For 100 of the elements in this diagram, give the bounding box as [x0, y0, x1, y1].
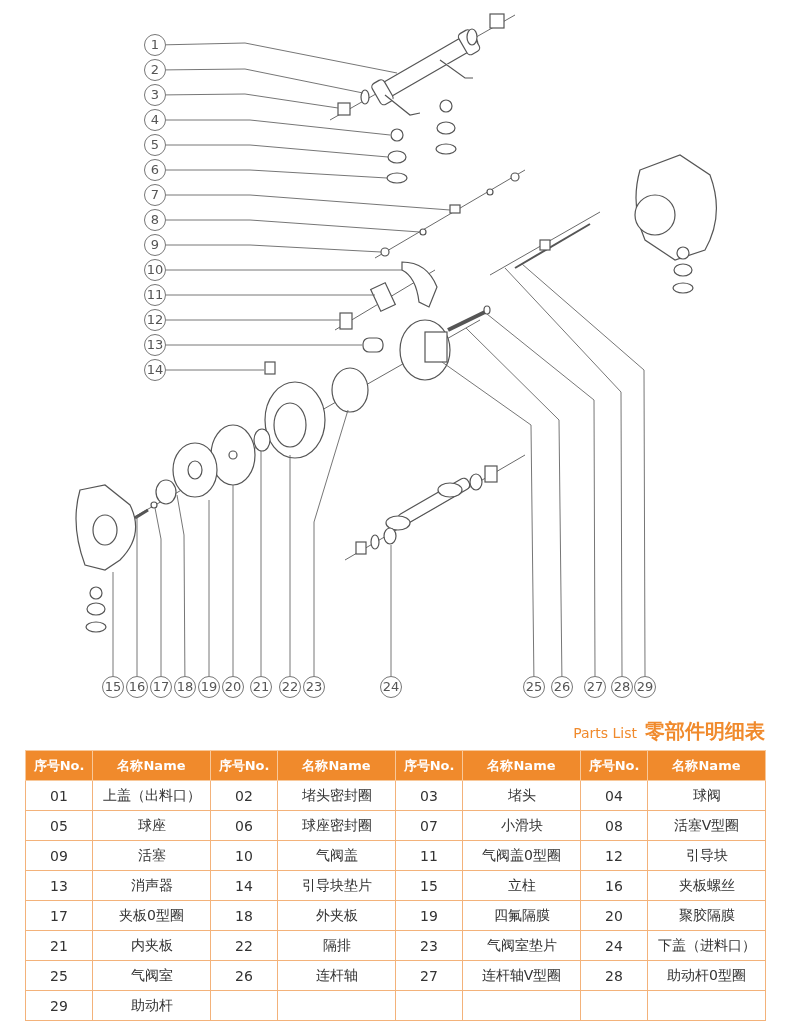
part-number-cell: 10 — [210, 840, 278, 871]
leader-line — [165, 119, 391, 136]
leader-line — [260, 450, 262, 677]
leader-line — [165, 319, 341, 321]
callout-number: 2 — [144, 59, 166, 81]
callout-number: 7 — [144, 184, 166, 206]
part-number-cell: 09 — [25, 840, 93, 871]
part-name-cell: 连杆轴 — [277, 960, 396, 991]
part-name-cell: 夹板0型圈 — [92, 900, 211, 931]
leader-line — [136, 515, 138, 677]
leader-line — [165, 169, 388, 179]
callout-number: 3 — [144, 84, 166, 106]
part-number-cell: 06 — [210, 810, 278, 841]
leader-line — [390, 544, 392, 677]
callout-number: 4 — [144, 109, 166, 131]
part-name-cell: 下盖（进料口） — [647, 930, 766, 961]
callout-number: 24 — [380, 676, 402, 698]
part-name-cell: 球座密封圈 — [277, 810, 396, 841]
part-name-cell: 隔排 — [277, 930, 396, 961]
leader-line — [165, 294, 376, 296]
leader-line — [441, 361, 535, 677]
callout-number: 28 — [611, 676, 633, 698]
column-header: 序号No. — [580, 750, 648, 781]
callout-number: 6 — [144, 159, 166, 181]
leader-line — [165, 93, 339, 109]
part-number-cell: 18 — [210, 900, 278, 931]
column-header: 名称Name — [647, 750, 766, 781]
part-name-cell: 立柱 — [462, 870, 581, 901]
part-number-cell: 01 — [25, 780, 93, 811]
callout-number: 19 — [198, 676, 220, 698]
column-header: 名称Name — [277, 750, 396, 781]
leader-line — [232, 484, 234, 677]
leader-line — [313, 409, 349, 677]
part-number-cell: 22 — [210, 930, 278, 961]
part-name-cell: 堵头 — [462, 780, 581, 811]
part-number-cell: 02 — [210, 780, 278, 811]
callout-number: 23 — [303, 676, 325, 698]
column-header: 序号No. — [395, 750, 463, 781]
callout-number: 22 — [279, 676, 301, 698]
part-number-cell: 13 — [25, 870, 93, 901]
leader-line — [165, 194, 451, 211]
part-name-cell: 聚胶隔膜 — [647, 900, 766, 931]
callout-number: 5 — [144, 134, 166, 156]
column-header: 序号No. — [210, 750, 278, 781]
part-number-cell: 03 — [395, 780, 463, 811]
callout-number: 16 — [126, 676, 148, 698]
leader-line — [165, 42, 398, 74]
leader-line — [165, 219, 421, 233]
callout-number: 11 — [144, 284, 166, 306]
part-number-cell: 14 — [210, 870, 278, 901]
part-number-cell: 07 — [395, 810, 463, 841]
part-name-cell: 消声器 — [92, 870, 211, 901]
callout-number: 13 — [144, 334, 166, 356]
part-number-cell: 23 — [395, 930, 463, 961]
leader-line — [208, 499, 210, 677]
part-name-cell: 连杆轴V型圈 — [462, 960, 581, 991]
section-subtitle: Parts List — [573, 725, 637, 741]
leader-line — [465, 327, 563, 677]
callout-number: 12 — [144, 309, 166, 331]
part-name-cell: 引导块 — [647, 840, 766, 871]
callout-number: 8 — [144, 209, 166, 231]
callout-number: 10 — [144, 259, 166, 281]
part-name-cell: 四氟隔膜 — [462, 900, 581, 931]
leader-line — [165, 269, 403, 271]
part-number-cell: 26 — [210, 960, 278, 991]
part-name-cell: 外夹板 — [277, 900, 396, 931]
part-name-cell: 助动杆0型圈 — [647, 960, 766, 991]
leader-line — [504, 267, 623, 677]
leader-line — [154, 507, 162, 677]
callout-number: 15 — [102, 676, 124, 698]
part-number-cell: 28 — [580, 960, 648, 991]
leader-line — [486, 313, 596, 677]
part-name-cell: 球座 — [92, 810, 211, 841]
part-number-cell: 04 — [580, 780, 648, 811]
leader-line — [289, 454, 291, 677]
part-name-cell: 活塞V型圈 — [647, 810, 766, 841]
part-name-cell: 助动杆 — [92, 990, 211, 1021]
leader-line — [165, 369, 265, 371]
leader-line — [521, 263, 646, 677]
part-number-cell: 21 — [25, 930, 93, 961]
callout-number: 14 — [144, 359, 166, 381]
column-header: 序号No. — [25, 750, 93, 781]
part-number-cell: 27 — [395, 960, 463, 991]
table-title: 零部件明细表 — [645, 719, 765, 743]
callout-number: 25 — [523, 676, 545, 698]
part-number-cell: 20 — [580, 900, 648, 931]
part-name-cell: 引导块垫片 — [277, 870, 396, 901]
part-name-cell: 上盖（出料口） — [92, 780, 211, 811]
callout-number: 17 — [150, 676, 172, 698]
part-number-cell: 16 — [580, 870, 648, 901]
callout-number: 20 — [222, 676, 244, 698]
part-number-cell: 15 — [395, 870, 463, 901]
leader-line — [112, 571, 114, 677]
leader-line — [165, 344, 363, 346]
part-number-cell: 19 — [395, 900, 463, 931]
callout-number: 29 — [634, 676, 656, 698]
part-name-cell: 气阀盖0型圈 — [462, 840, 581, 871]
part-name-cell: 气阀室垫片 — [462, 930, 581, 961]
part-number-cell: 12 — [580, 840, 648, 871]
leader-line — [165, 144, 389, 158]
